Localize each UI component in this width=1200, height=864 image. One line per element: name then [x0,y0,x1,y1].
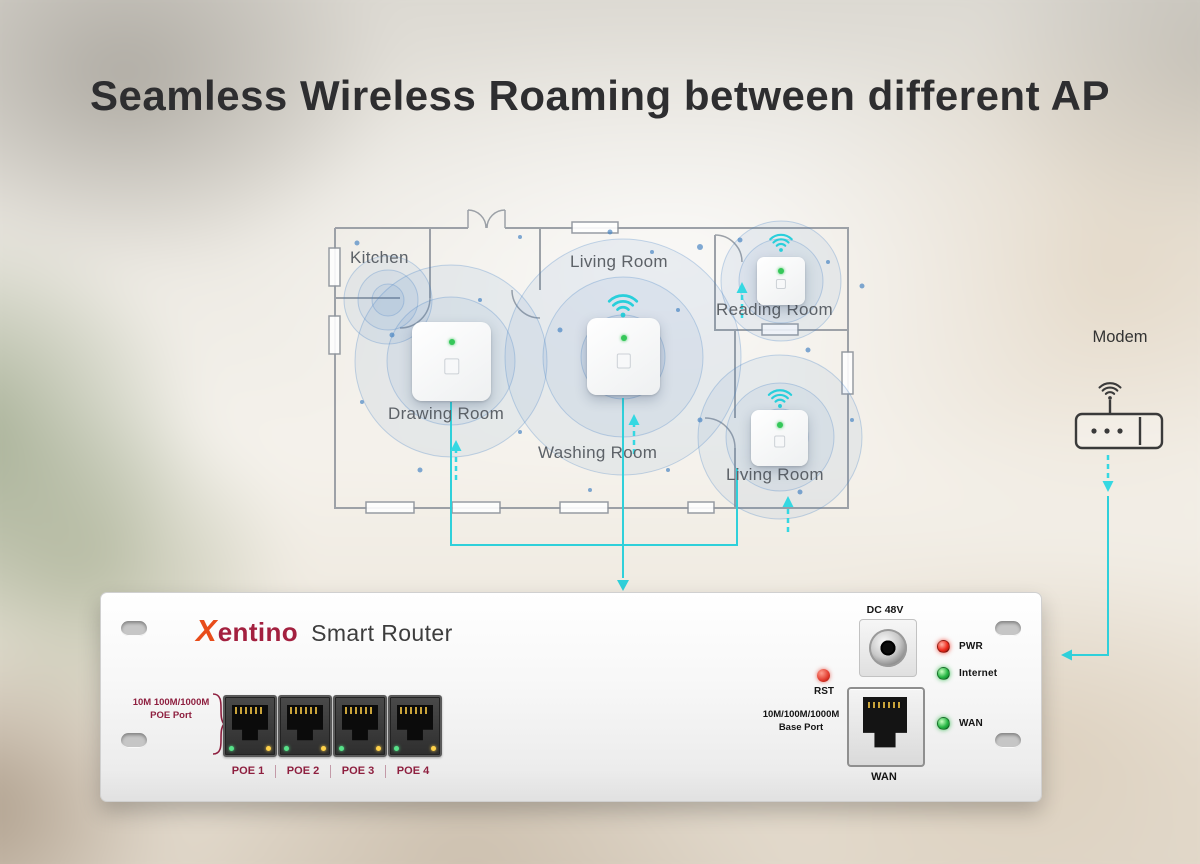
poe-port-4 [388,695,442,757]
mount-hole [121,621,147,636]
brand-initial: X [196,613,217,648]
reset-label: RST [814,686,834,697]
port-led-amber-icon [376,746,381,751]
access-point-drawing-room [412,322,491,401]
wan-led-label: WAN [959,718,983,729]
pwr-led-row: PWR [937,640,983,653]
poe-port-1 [223,695,277,757]
room-label-living-room-bottom: Living Room [726,465,824,484]
ap-status-led-icon [778,267,784,274]
dc-power-jack [859,619,917,677]
internet-led-row: Internet [937,667,997,680]
internet-led-label: Internet [959,668,998,679]
room-label-living-room-top: Living Room [570,252,668,271]
ap-status-led-icon [776,422,783,429]
wan-port-label: WAN [871,771,897,783]
wan-led-icon [937,717,950,730]
port-led-green-icon [394,746,399,751]
poe-port-3-label: POE 3 [341,765,375,777]
port-led-green-icon [229,746,234,751]
access-point-reading-room [757,257,805,305]
wan-section-label-line2: Base Port [778,721,824,733]
port-led-amber-icon [321,746,326,751]
internet-led-icon [937,667,950,680]
port-led-green-icon [284,746,289,751]
poe-port-3 [333,695,387,757]
room-label-drawing-room: Drawing Room [388,404,505,423]
wan-port [847,687,925,767]
access-point-living-room-2 [751,410,808,466]
wan-section-label-line1: 10M/100M/1000M [762,709,840,720]
poe-section-label: 10M 100M/1000M POE Port [127,697,215,723]
port-led-amber-icon [431,746,436,751]
reset-button [817,669,830,682]
pwr-led-icon [937,640,950,653]
dc-input-label: DC 48V [866,604,904,616]
ap-port-icon [773,435,786,448]
ap-status-led-icon [620,334,627,341]
ap-port-icon [443,358,460,374]
label-separator [275,765,276,778]
pwr-led-label: PWR [959,641,983,652]
label-separator [330,765,331,778]
room-label-washing-room: Washing Room [538,443,658,462]
wan-section-label: 10M/100M/1000M Base Port [757,709,845,735]
wan-led-row: WAN [937,717,983,730]
page-title: Seamless Wireless Roaming between differ… [89,72,1111,119]
poe-port-1-label: POE 1 [231,765,265,777]
product-name: Smart Router [311,620,453,646]
modem-label: Modem [1092,328,1148,346]
dc-jack-socket-icon [869,629,907,667]
mount-hole [995,621,1021,636]
ap-port-icon [775,278,787,290]
wan-rj45-socket-icon [863,697,907,748]
room-label-reading-room: Reading Room [716,300,833,319]
label-separator [385,765,386,778]
poe-section-label-line1: 10M 100M/1000M [132,697,210,708]
port-led-green-icon [339,746,344,751]
ap-status-led-icon [448,339,455,346]
poe-section-label-line2: POE Port [150,709,192,721]
ap-port-icon [616,353,631,369]
room-label-kitchen: Kitchen [350,248,409,267]
brand-name: entino [217,617,299,647]
port-led-amber-icon [266,746,271,751]
mount-hole [121,733,147,748]
access-point-living-room [587,318,660,395]
poe-port-2 [278,695,332,757]
mount-hole [995,733,1021,748]
poe-port-4-label: POE 4 [396,765,430,777]
poe-port-2-label: POE 2 [286,765,320,777]
